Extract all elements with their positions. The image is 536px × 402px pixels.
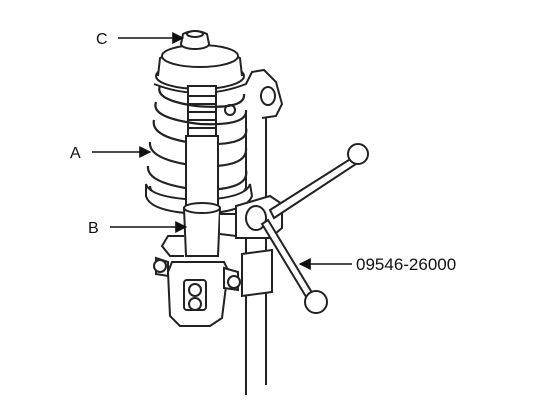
leader-lines (92, 32, 352, 270)
callout-a-label: A (70, 145, 81, 162)
piston-rod (187, 85, 217, 137)
upper-spring-seat (153, 68, 284, 119)
callout-b-label: B (88, 220, 99, 237)
strut-mount (155, 30, 245, 90)
tool-part-number-label: 09546-26000 (356, 255, 456, 274)
special-tool-bar (260, 143, 369, 314)
knuckle-bracket (153, 256, 241, 327)
callout-c-label: C (96, 31, 108, 48)
lower-spring-seat (145, 183, 254, 216)
post-clamp (235, 194, 283, 298)
